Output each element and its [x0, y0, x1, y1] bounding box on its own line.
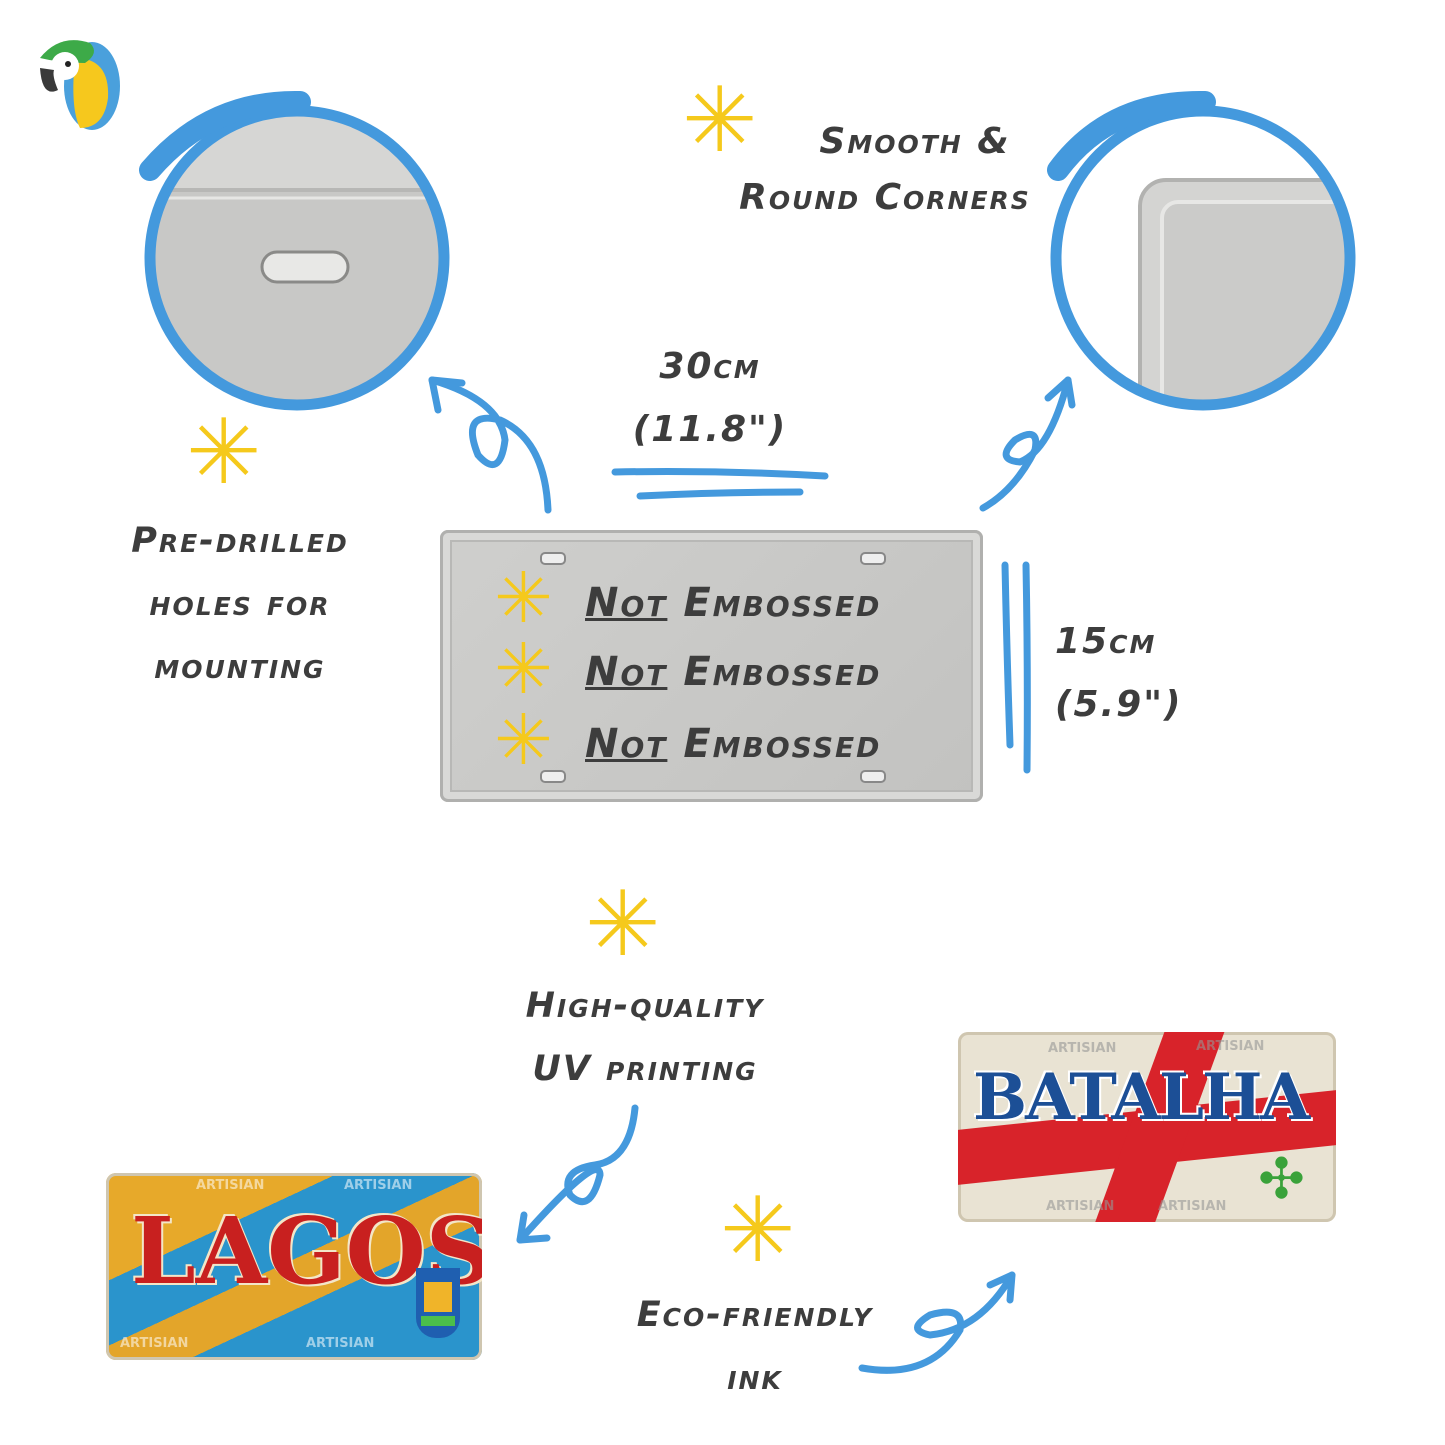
height-dimension: 15cm (5.9"): [1055, 610, 1195, 736]
feature-line: Smooth &: [819, 121, 1011, 162]
watermark: ARTISIAN: [1196, 1039, 1265, 1054]
not-word: Not: [585, 721, 668, 767]
batalha-title: BATALHA: [973, 1060, 1310, 1135]
coat-of-arms-icon: [416, 1268, 460, 1338]
star-icon: ✳: [585, 872, 661, 977]
lagos-example-plate: ARTISIAN ARTISIAN ARTISIAN ARTISIAN LAGO…: [106, 1173, 482, 1360]
corners-feature: Smooth & Round Corners: [715, 114, 1055, 226]
embossed-word: Embossed: [683, 721, 882, 767]
feature-line: UV printing: [532, 1049, 758, 1089]
width-line: [636, 488, 804, 500]
star-icon: ✳: [494, 699, 553, 781]
watermark: ARTISIAN: [306, 1336, 375, 1351]
watermark: ARTISIAN: [344, 1178, 413, 1193]
not-word: Not: [585, 580, 668, 626]
mounting-hole-closeup: [139, 90, 450, 411]
feature-line: holes for: [149, 584, 331, 624]
watermark: ARTISIAN: [1048, 1041, 1117, 1056]
mounting-hole: [860, 770, 886, 783]
embossed-word: Embossed: [683, 649, 882, 695]
batalha-example-plate: ARTISIAN ARTISIAN ARTISIAN ARTISIAN ✣ BA…: [958, 1032, 1336, 1222]
embossed-word: Embossed: [683, 580, 882, 626]
height-line: [1001, 561, 1014, 749]
mounting-hole: [540, 770, 566, 783]
not-embossed-label: Not Embossed: [585, 572, 881, 634]
watermark: ARTISIAN: [120, 1336, 189, 1351]
mounting-hole: [540, 552, 566, 565]
width-dimension: 30cm (11.8"): [610, 335, 810, 461]
holes-feature: Pre-drilled holes for mounting: [95, 510, 385, 699]
feature-line: ink: [727, 1358, 783, 1398]
width-metric: 30cm: [659, 346, 761, 387]
arrow-to-lagos: [516, 1104, 639, 1244]
blank-license-plate: [440, 530, 983, 802]
star-icon: ✳: [494, 557, 553, 639]
round-corner-closeup: [1047, 90, 1356, 411]
star-icon: ✳: [494, 628, 553, 710]
width-line: [611, 468, 829, 480]
not-embossed-label: Not Embossed: [585, 713, 881, 775]
star-icon: ✳: [186, 400, 262, 505]
feature-line: Pre-drilled: [131, 521, 349, 561]
feature-line: mounting: [154, 647, 326, 687]
height-imperial: (5.9"): [1055, 684, 1183, 725]
watermark: ARTISIAN: [1046, 1199, 1115, 1214]
star-icon: ✳: [720, 1178, 796, 1283]
feature-line: High-quality: [525, 986, 765, 1026]
mounting-hole: [860, 552, 886, 565]
width-imperial: (11.8"): [632, 409, 788, 450]
arrowhead: [516, 1211, 551, 1244]
ink-feature: Eco-friendly ink: [590, 1284, 920, 1410]
watermark: ARTISIAN: [1158, 1199, 1227, 1214]
arrowhead: [986, 1271, 1016, 1304]
not-word: Not: [585, 649, 668, 695]
watermark: ARTISIAN: [196, 1178, 265, 1193]
parrot-logo: [40, 40, 120, 130]
height-metric: 15cm: [1055, 621, 1157, 662]
star-icon: ✳: [682, 68, 758, 173]
green-cross-icon: ✣: [1258, 1147, 1305, 1212]
not-embossed-label: Not Embossed: [585, 641, 881, 703]
feature-line: Round Corners: [739, 176, 1031, 218]
feature-line: Eco-friendly: [636, 1295, 874, 1335]
printing-feature: High-quality UV printing: [480, 975, 810, 1101]
height-line: [1022, 561, 1031, 774]
